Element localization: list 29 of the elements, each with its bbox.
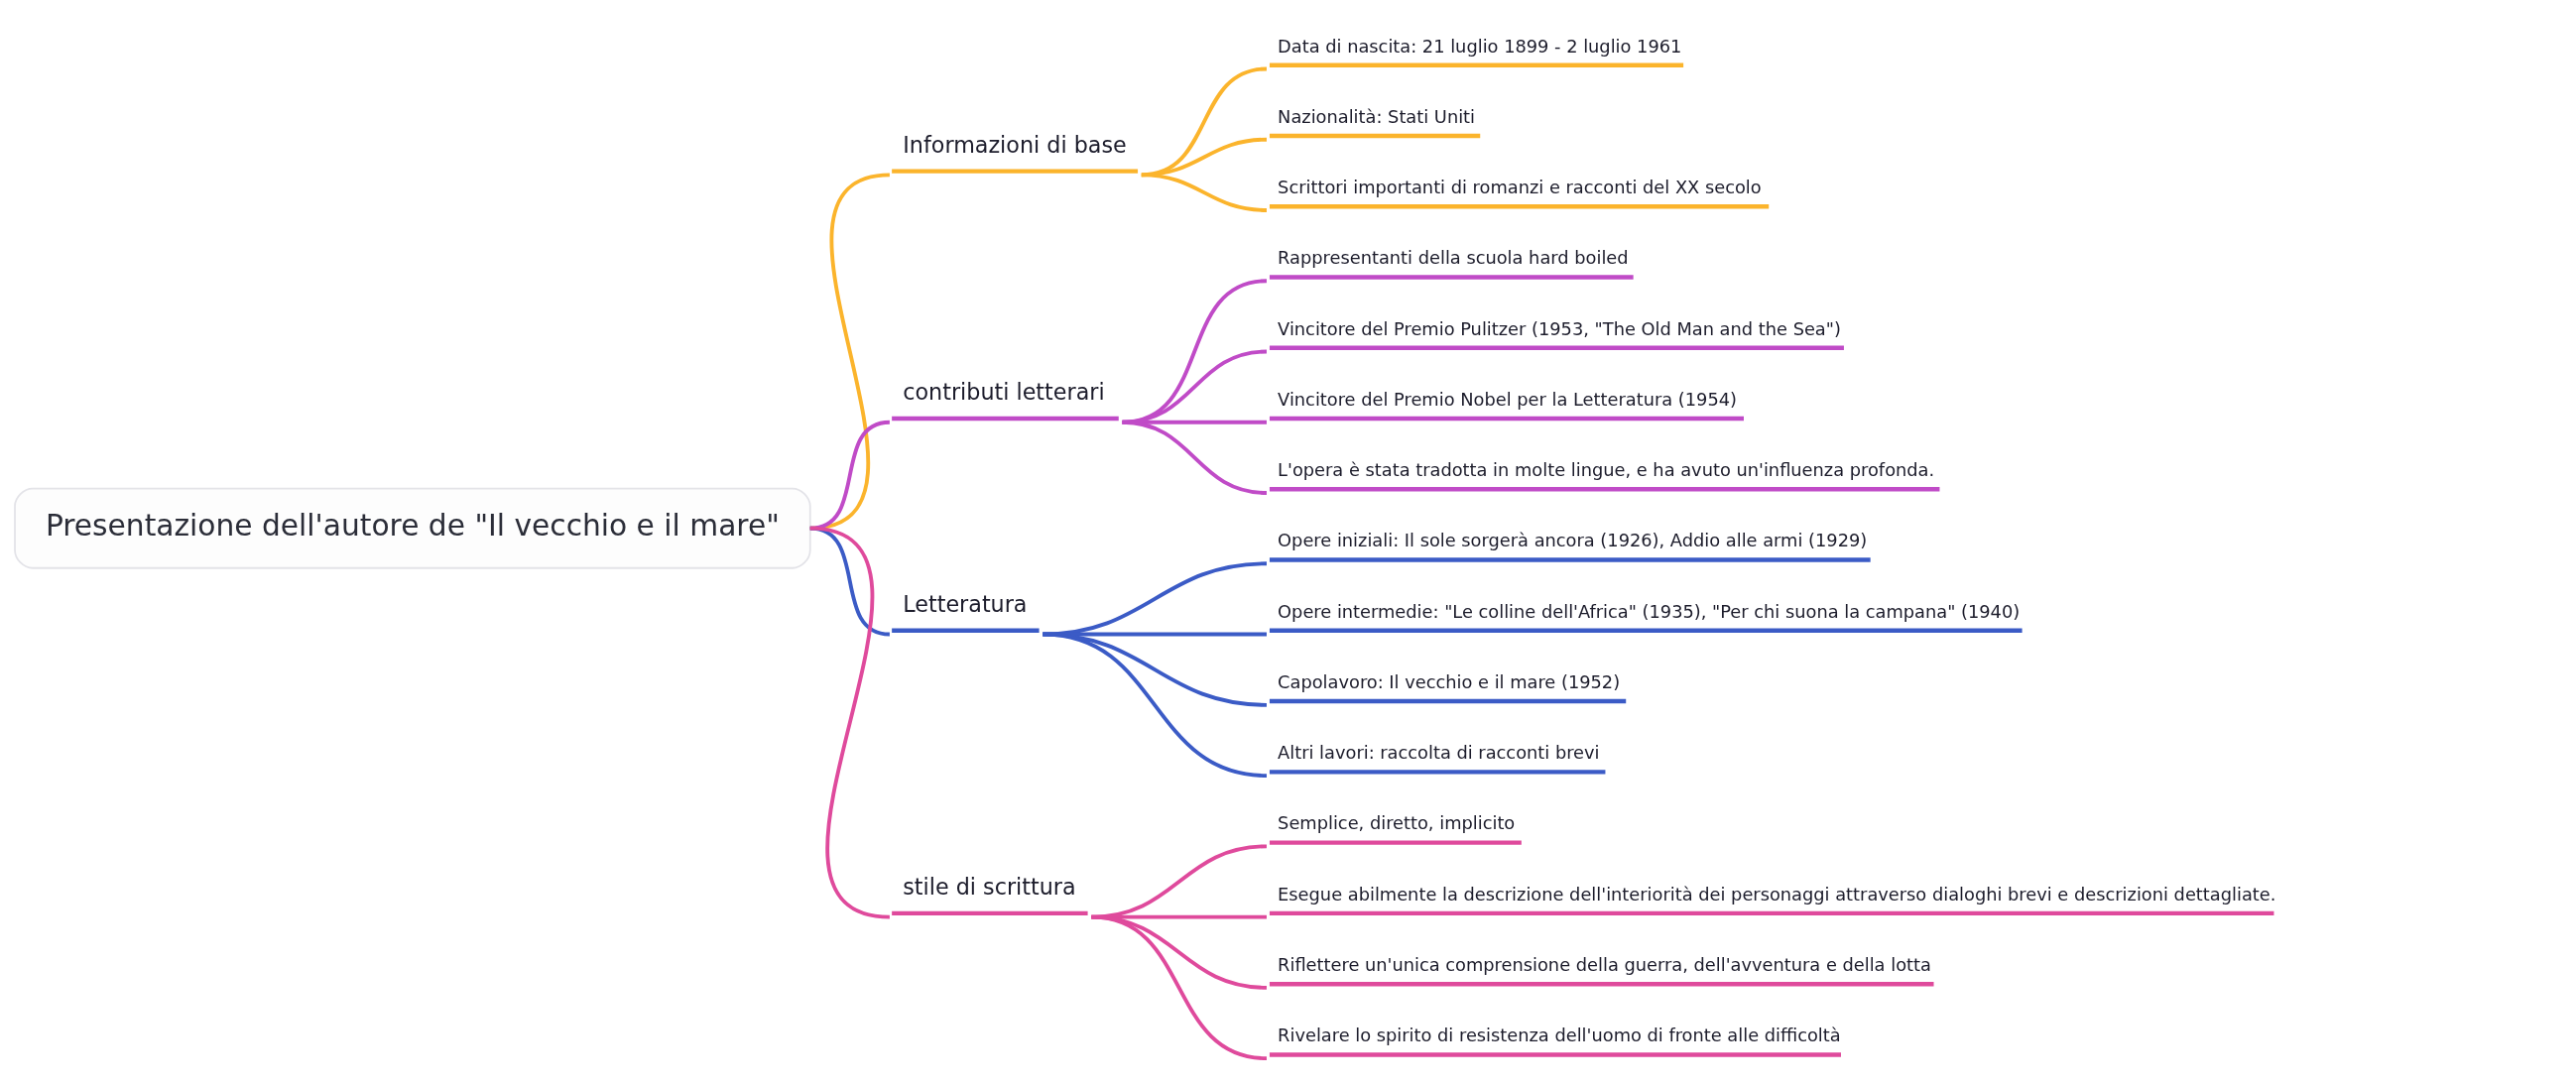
node-text: Informazioni di base — [903, 132, 1127, 159]
node-text: stile di scrittura — [903, 874, 1076, 901]
node-text: Opere intermedie: "Le colline dell'Africa" (1935), "Per chi suona la campana" (1940) — [1278, 600, 2021, 622]
node-text: Opere iniziali: Il sole sorgerà ancora (1926), Addio alle armi (1929) — [1278, 530, 1868, 551]
node-text: Vincitore del Premio Nobel per la Letteratura (1954) — [1278, 388, 1737, 410]
node-text: Nazionalità: Stati Uniti — [1278, 105, 1476, 127]
node-text: Rivelare lo spirito di resistenza dell'uomo di fronte alle difficoltà — [1278, 1025, 1841, 1046]
node-text: Altri lavori: raccolta di racconti brevi — [1278, 742, 1600, 764]
connector — [1141, 137, 1268, 178]
node-text: L'opera è stata tradotta in molte lingue, e ha avuto un'influenza profonda. — [1278, 459, 1935, 481]
connector — [1043, 561, 1268, 637]
node-text: Semplice, diretto, implicito — [1278, 812, 1516, 834]
node-text: Riflettere un'unica comprensione della guerra, dell'avventura e della lotta — [1278, 953, 1931, 975]
node-text: Letteratura — [903, 591, 1028, 618]
node-text: contributi letterari — [903, 379, 1105, 406]
node-text: Rappresentanti della scuola hard boiled — [1278, 247, 1629, 269]
connector — [1043, 632, 1268, 778]
connector — [1091, 914, 1268, 1061]
node-box: Presentazione dell'autore de "Il vecchio e il mare" — [14, 487, 811, 569]
node-text: Esegue abilmente la descrizione dell'interiorità dei personaggi attraverso dialoghi brevi e descrizioni dettagliate. — [1278, 883, 2276, 905]
connector — [809, 526, 891, 919]
node-text: Capolavoro: Il vecchio e il mare (1952) — [1278, 670, 1621, 692]
connector — [1141, 173, 1268, 212]
node-text: Vincitore del Premio Pulitzer (1953, "The Old Man and the Sea") — [1278, 317, 1841, 339]
connector — [1122, 420, 1268, 495]
connector — [1091, 844, 1268, 919]
connector — [1141, 66, 1268, 178]
node-text: Data di nascita: 21 luglio 1899 - 2 luglio 1961 — [1278, 35, 1682, 57]
node-text: Scrittori importanti di romanzi e racconti del XX secolo — [1278, 177, 1762, 198]
